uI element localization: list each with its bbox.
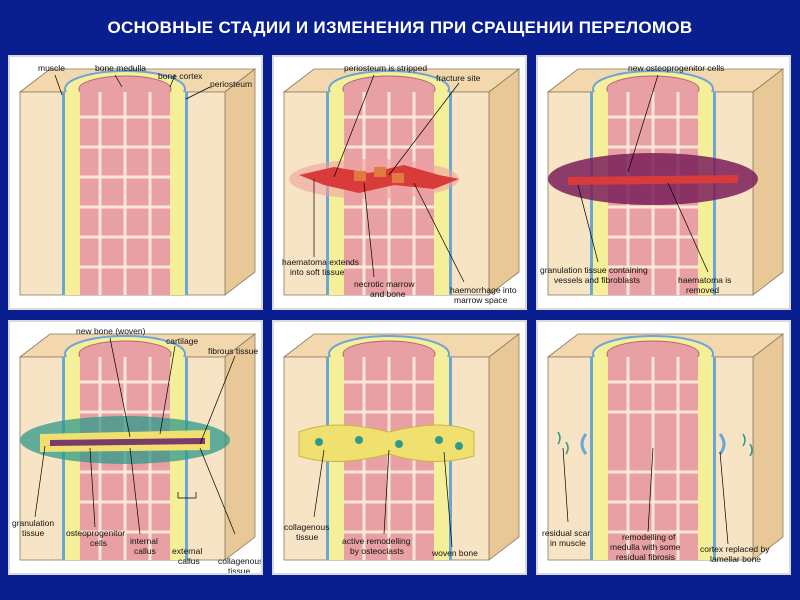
stage-2-panel: periosteum is stripped fracture site hae… bbox=[272, 55, 527, 310]
label-granulation-2: tissue bbox=[22, 528, 45, 538]
label-fracture-site: fracture site bbox=[436, 73, 481, 83]
label-muscle: muscle bbox=[38, 63, 65, 73]
label-active-remodelling-1: active remodelling bbox=[342, 536, 411, 546]
label-haemorrhage-1: haemorrhage into bbox=[450, 285, 517, 295]
label-haematoma-removed-1: haematoma is bbox=[678, 275, 732, 285]
label-remodelling-1: remodelling of bbox=[622, 532, 676, 542]
label-fibrous-tissue: fibrous tissue bbox=[208, 346, 259, 356]
label-periosteum-stripped: periosteum is stripped bbox=[344, 63, 428, 73]
label-collagenous-2: tissue bbox=[228, 566, 251, 575]
label-necrotic-2: and bone bbox=[370, 289, 406, 299]
label-haematoma-extends-2: into soft tissue bbox=[290, 267, 345, 277]
label-cortex-replaced-1: cortex replaced by bbox=[700, 544, 770, 554]
label-residual-scar-2: in muscle bbox=[550, 538, 586, 548]
label-internal-callus-2: callus bbox=[134, 546, 156, 556]
stage-3-panel: new osteoprogenitor cells granulation ti… bbox=[536, 55, 791, 310]
label-granulation-1: granulation bbox=[12, 518, 55, 528]
stage-4-diagram bbox=[18, 333, 257, 561]
label-cortex-replaced-2: lamellar bone bbox=[710, 554, 762, 564]
stage-5-panel: collagenous tissue active remodelling by… bbox=[272, 320, 527, 575]
label-external-callus-2: callus bbox=[178, 556, 200, 566]
label-collagenous-1: collagenous bbox=[284, 522, 330, 532]
label-bone-cortex: bone cortex bbox=[158, 71, 203, 81]
label-external-callus-1: external bbox=[172, 546, 203, 556]
label-haemorrhage-2: marrow space bbox=[454, 295, 508, 305]
stage-4-panel: new bone (woven) cartilage fibrous tissu… bbox=[8, 320, 263, 575]
label-collagenous-2: tissue bbox=[296, 532, 319, 542]
label-internal-callus-1: internal bbox=[130, 536, 158, 546]
label-haematoma-extends-1: haematoma extends bbox=[282, 257, 360, 267]
label-remodelling-2: medulla with some bbox=[610, 542, 681, 552]
label-granulation-1: granulation tissue containing bbox=[540, 265, 648, 275]
label-necrotic-1: necrotic marrow bbox=[354, 279, 415, 289]
label-new-osteoprogenitor: new osteoprogenitor cells bbox=[628, 63, 725, 73]
label-new-bone-woven: new bone (woven) bbox=[76, 326, 146, 336]
label-collagenous-1: collagenous bbox=[218, 556, 263, 566]
stage-1-diagram bbox=[18, 68, 257, 296]
label-haematoma-removed-2: removed bbox=[686, 285, 720, 295]
label-periosteum: periosteum bbox=[210, 79, 253, 89]
label-osteoprogenitor-2: cells bbox=[90, 538, 108, 548]
label-remodelling-3: residual fibrosis bbox=[616, 552, 676, 562]
label-osteoprogenitor-1: osteoprogenitor bbox=[66, 528, 126, 538]
label-residual-scar-1: residual scar bbox=[542, 528, 591, 538]
label-bone-medulla: bone medulla bbox=[95, 63, 147, 73]
stage-5-diagram bbox=[282, 333, 521, 561]
stage-6-diagram bbox=[546, 333, 785, 561]
stage-3-diagram bbox=[546, 68, 785, 296]
stage-6-panel: residual scar in muscle remodelling of m… bbox=[536, 320, 791, 575]
label-granulation-2: vessels and fibroblasts bbox=[554, 275, 640, 285]
page-title: ОСНОВНЫЕ СТАДИИ И ИЗМЕНЕНИЯ ПРИ СРАЩЕНИИ… bbox=[107, 18, 693, 37]
stage-1-panel: muscle bone medulla bone cortex perioste… bbox=[8, 55, 263, 310]
stage-2-diagram bbox=[282, 68, 521, 296]
label-woven-bone: woven bone bbox=[432, 548, 478, 558]
label-cartilage: cartilage bbox=[166, 336, 199, 346]
label-active-remodelling-2: by osteoclasts bbox=[350, 546, 404, 556]
